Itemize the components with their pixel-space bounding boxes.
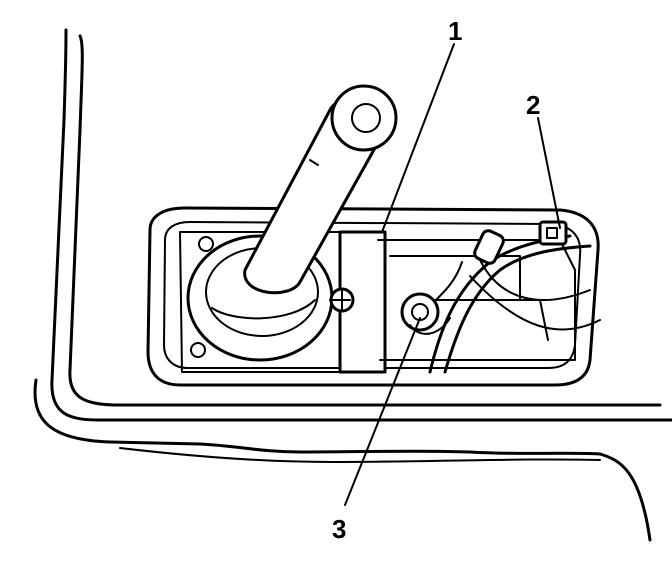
cable-harness [428, 220, 601, 374]
callout-2: 2 [526, 90, 540, 120]
callout-3: 3 [332, 514, 346, 544]
leader-lines [344, 43, 561, 506]
leader-line-1 [381, 43, 455, 233]
shift-lever [243, 84, 398, 295]
leader-line-2 [537, 117, 561, 229]
floor-pan [33, 28, 672, 542]
nut-bolt [400, 261, 463, 335]
callout-1: 1 [448, 16, 462, 46]
leader-line-3 [344, 317, 421, 506]
